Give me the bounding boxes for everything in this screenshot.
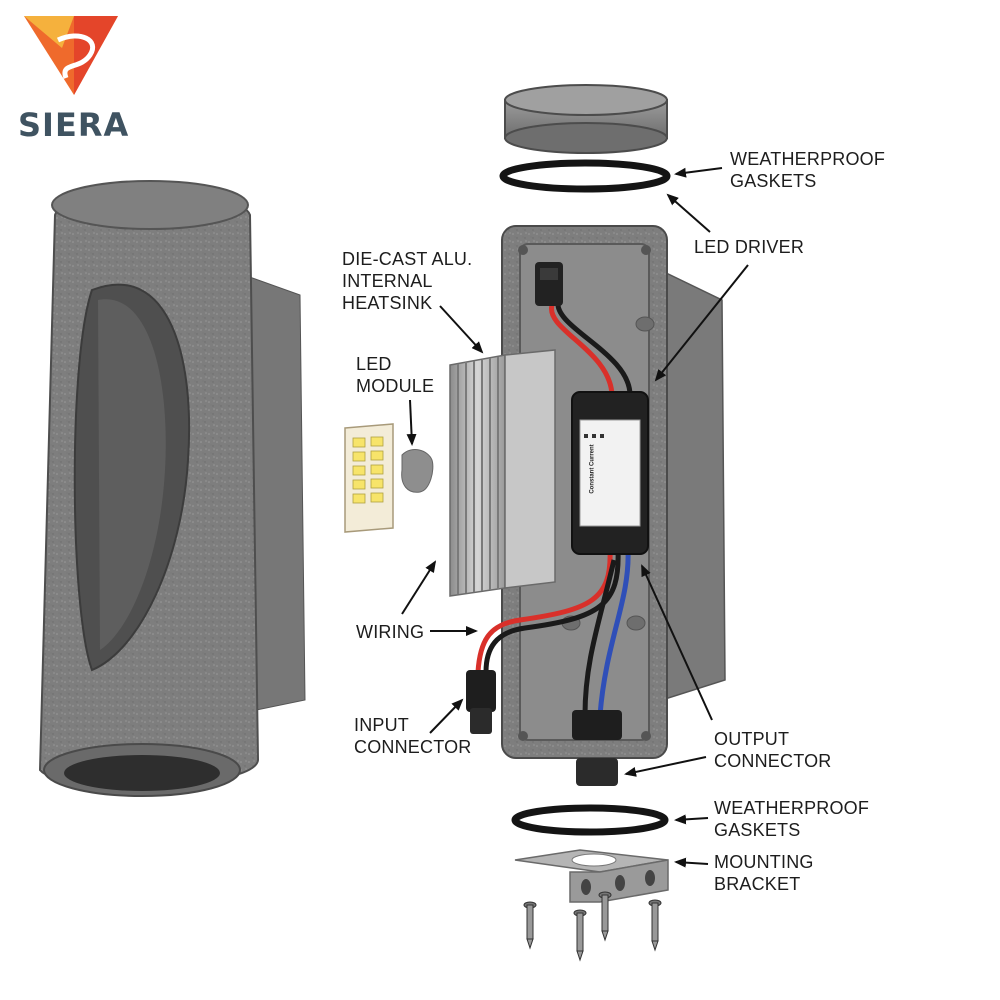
input-connector [466, 670, 496, 734]
arrow-heatsink [439, 305, 484, 354]
output-connector [572, 710, 622, 786]
label-led-module: LED MODULE [356, 354, 435, 396]
label-heatsink: DIE-CAST ALU. INTERNAL HEATSINK [342, 249, 473, 313]
label-weatherproof-gaskets-top: WEATHERPROOF GASKETS [730, 149, 886, 191]
arrow-output-connector [624, 756, 707, 777]
driver-label-title: Constant Current [589, 444, 596, 494]
arrow-led-driver-gasket [666, 193, 711, 233]
brand-logo-text: SIERA [18, 106, 130, 144]
arrow-led-driver [654, 264, 749, 382]
arrow-weatherproof-top [674, 167, 723, 178]
arrow-weatherproof-bottom [674, 814, 709, 825]
label-output-connector: OUTPUT CONNECTOR [714, 729, 832, 771]
heatsink [449, 349, 556, 597]
label-weatherproof-gaskets-bottom: WEATHERPROOF GASKETS [714, 798, 870, 840]
arrow-led-module [406, 399, 417, 446]
label-led-driver: LED DRIVER [694, 237, 805, 257]
top-cap [504, 84, 668, 154]
assembled-fixture [38, 180, 306, 797]
screws [523, 891, 662, 962]
top-gasket [499, 159, 671, 193]
label-input-connector: INPUT CONNECTOR [354, 715, 472, 757]
led-driver [571, 391, 649, 555]
arrow-wiring-heatsink [401, 560, 437, 615]
label-mounting-bracket: MOUNTING BRACKET [714, 852, 814, 894]
leader-arrows [401, 167, 749, 868]
label-wiring: WIRING [356, 622, 425, 642]
arrow-mounting-bracket [674, 857, 709, 868]
internal-wiring [475, 304, 633, 716]
led-module [344, 423, 434, 533]
mounting-bracket [514, 849, 669, 903]
bottom-gasket [511, 804, 669, 836]
siera-logo-icon [24, 16, 118, 95]
arrow-input-connector [429, 698, 464, 734]
internal-top-connector [535, 262, 563, 306]
arrow-output-connector-top [641, 564, 713, 721]
driver-label-text: Constant Current [586, 432, 608, 518]
